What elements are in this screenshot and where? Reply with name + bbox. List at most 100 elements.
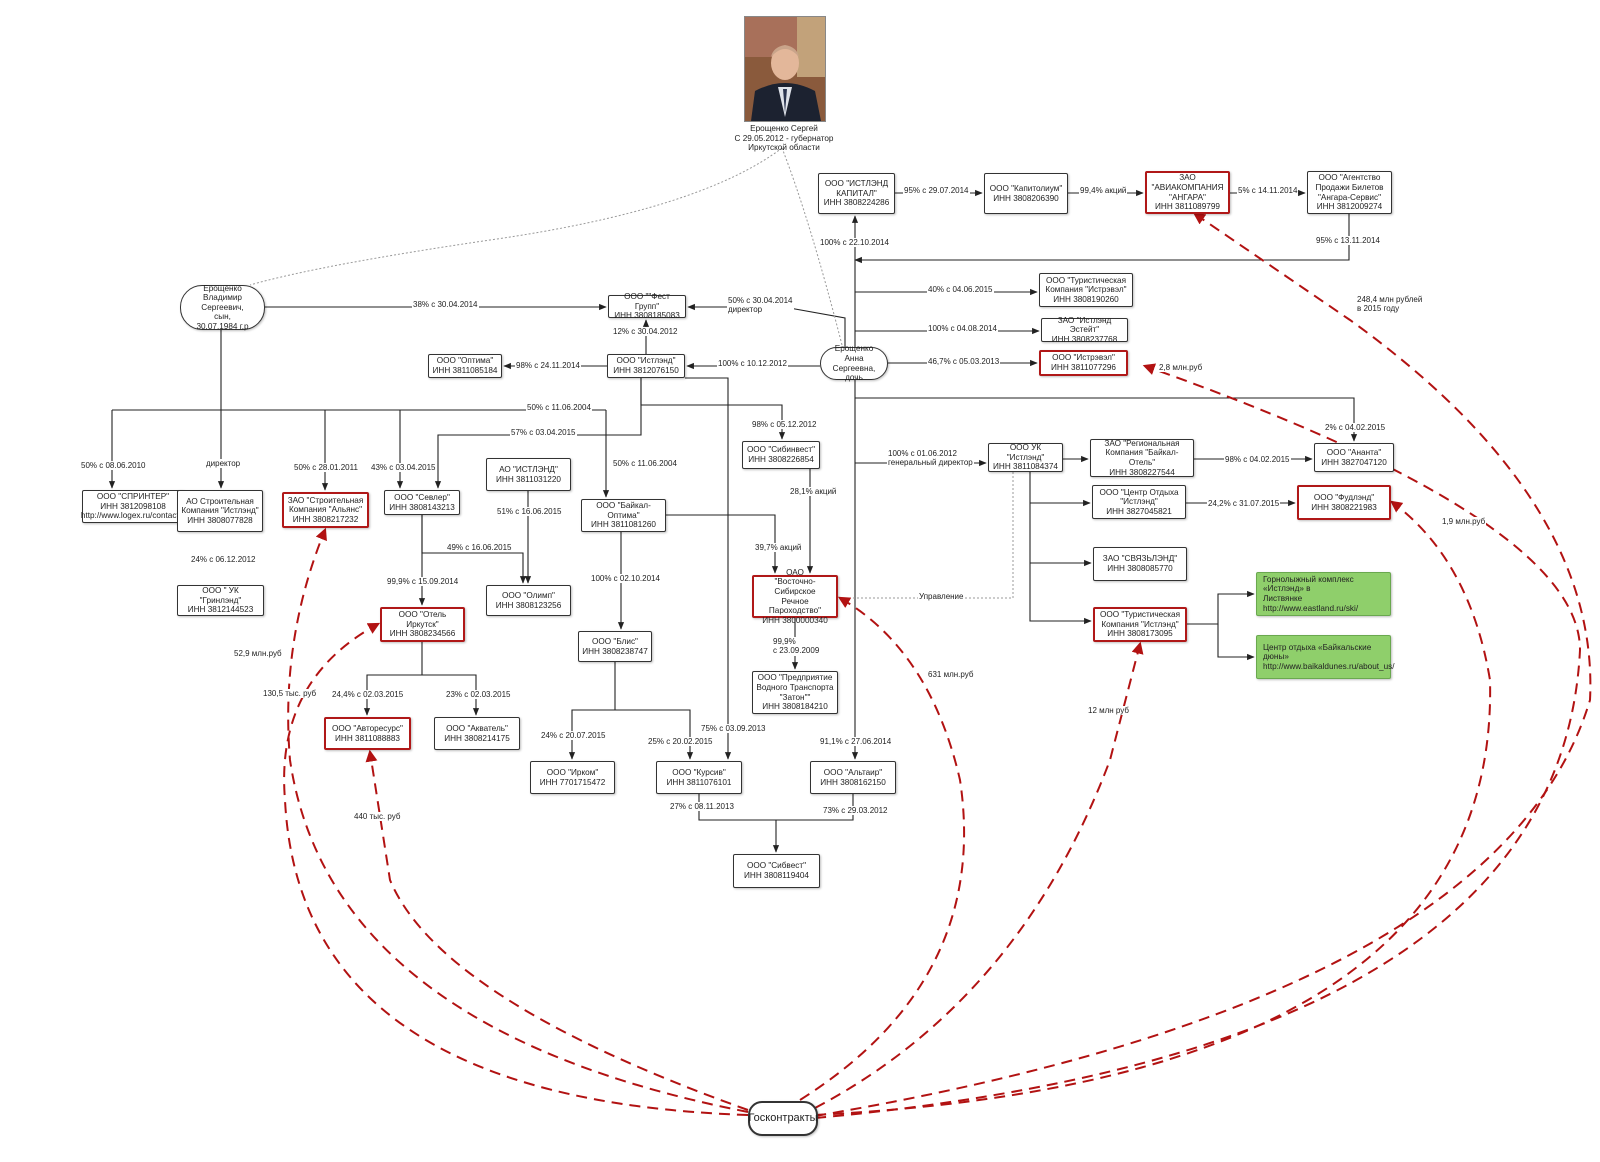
money-label: 440 тыс. руб: [353, 812, 402, 822]
money-label: 130,5 тыс. руб: [262, 689, 318, 699]
vsrp-node[interactable]: ОАО "Восточно-Сибирское Речное Пароходст…: [752, 568, 838, 625]
edge-label: 24,2% с 31.07.2015: [1207, 499, 1281, 509]
edge-label: 2% с 04.02.2015: [1324, 423, 1387, 433]
ownership-connector: [640, 378, 786, 440]
edge-label: 50% с 30.04.2014 директор: [727, 296, 794, 315]
ownership-connector: [615, 709, 694, 760]
ownership-connector: [363, 642, 423, 716]
optima-node[interactable]: ООО "Оптима" ИНН 3811085184: [428, 354, 502, 378]
zao-alyans-node[interactable]: ЗАО "Строительная Компания "Альянс" ИНН …: [282, 492, 369, 528]
ownership-connector: [685, 377, 732, 760]
edge-label: 99,9% с 23.09.2009: [772, 637, 821, 656]
edge-label: 73% с 29.03.2012: [822, 806, 889, 816]
kapitolium-node[interactable]: ООО "Капитолиум" ИНН 3808206390: [984, 173, 1068, 214]
baikal-optima-node[interactable]: ООО "Байкал-Оптима" ИНН 3811081260: [581, 499, 666, 532]
money-label: 1,9 млн.руб: [1441, 517, 1487, 527]
edge-label: 98% с 04.02.2015: [1224, 455, 1291, 465]
altair-node[interactable]: ООО "Альтаир" ИНН 3808162150: [810, 761, 896, 794]
angara-service-node[interactable]: ООО "Агентство Продажи Билетов "Ангара-С…: [1307, 171, 1392, 214]
son-node[interactable]: Ерощенко Владимир Сергеевич, сын, 30.07.…: [180, 284, 265, 331]
tour-istlend-node[interactable]: ООО "Туристическая Компания "Истлэнд" ИН…: [1093, 607, 1187, 642]
sevler-node[interactable]: ООО "Севлер" ИНН 3808143213: [384, 490, 460, 515]
fudlend-node[interactable]: ООО "Фудлэнд" ИНН 3808221983: [1297, 485, 1391, 520]
zaton-node[interactable]: ООО "Предприятие Водного Транспорта "Зат…: [752, 671, 838, 714]
center-istlend-node[interactable]: ООО "Центр Отдыха "Истлэнд" ИНН 38270458…: [1092, 485, 1186, 519]
istlend-node[interactable]: ООО "Истлэнд" ИНН 3812076150: [607, 354, 685, 378]
ao-istlend-node[interactable]: АО "ИСТЛЭНД" ИНН 3811031220: [486, 458, 571, 491]
edge-label: 100% с 02.10.2014: [590, 574, 661, 584]
istravel-node[interactable]: ООО "Истрэвэл" ИНН 3811077296: [1039, 350, 1128, 376]
ao-stroy-istlend-node[interactable]: АО Строительная Компания "Истлэнд" ИНН 3…: [177, 490, 263, 532]
blis-node[interactable]: ООО "Блис" ИНН 3808238747: [578, 631, 652, 662]
baikal-dunes-node[interactable]: Центр отдыха «Байкальские дюны» http://w…: [1256, 635, 1395, 679]
edge-label: 25% с 20.02.2015: [647, 737, 714, 747]
kursiv-node[interactable]: ООО "Курсив" ИНН 3811076101: [656, 761, 742, 794]
money-label: 52,9 млн.руб: [233, 649, 283, 659]
edge-label: 100% с 10.12.2012: [717, 359, 788, 369]
money-label: 2,8 млн.руб: [1158, 363, 1204, 373]
uk-istlend-node[interactable]: ООО УК "Истлэнд" ИНН 3811084374: [988, 443, 1063, 472]
sprinter-node[interactable]: ООО "СПРИНТЕР" ИНН 3812098108 http://www…: [81, 490, 185, 523]
edge-label: 24% с 20.07.2015: [540, 731, 607, 741]
edge-label: 95% с 29.07.2014: [903, 186, 970, 196]
edge-label: 91,1% с 27.06.2014: [819, 737, 893, 747]
edge-label: 100% с 04.08.2014: [927, 324, 998, 334]
sibvest-node[interactable]: ООО "Сибвест" ИНН 3808119404: [733, 854, 820, 888]
irkom-node[interactable]: ООО "Ирком" ИНН 7701715472: [530, 761, 615, 794]
istlend-capital-node[interactable]: ООО "ИСТЛЭНД КАПИТАЛ" ИНН 3808224286: [818, 173, 895, 214]
edge-label: 24,4% с 02.03.2015: [331, 690, 405, 700]
contract-connector: [365, 749, 749, 1111]
edge-label: директор: [205, 459, 242, 469]
edge-label: 23% с 02.03.2015: [445, 690, 512, 700]
istravel-company-node[interactable]: ООО "Туристическая Компания "Истрэвэл" И…: [1039, 273, 1133, 307]
baikal-hotel-node[interactable]: ЗАО "Региональная Компания "Байкал-Отель…: [1090, 439, 1194, 477]
contract-connector: [283, 622, 749, 1116]
ownership-connector: [422, 674, 480, 716]
edge-label: 40% с 04.06.2015: [927, 285, 994, 295]
contract-connector: [814, 500, 1492, 1116]
daughter-node[interactable]: Ерощенко Анна Сергеевна, дочь: [820, 344, 888, 382]
edge-label: 12% с 30.04.2012: [612, 327, 679, 337]
ownership-connector: [776, 794, 854, 821]
edge-label: Управление: [918, 592, 965, 602]
edge-label: 57% с 03.04.2015: [510, 428, 577, 438]
fest-group-node[interactable]: ООО ""Фест Групп" ИНН 3808185083: [608, 292, 686, 320]
ownership-connector: [1187, 590, 1255, 625]
edge-label: 100% с 22.10.2014: [819, 238, 890, 248]
sibinvest-node[interactable]: ООО "Сибинвест" ИНН 3808226854: [742, 441, 820, 469]
contract-connector: [814, 641, 1144, 1109]
svyazlend-node[interactable]: ЗАО "СВЯЗЬЛЭНД" ИНН 3808085770: [1093, 547, 1187, 581]
istlend-estate-node[interactable]: ЗАО "Истлэнд Эстейт" ИНН 3808237768: [1041, 316, 1128, 344]
ownership-connector: [1029, 472, 1092, 625]
akvatel-node[interactable]: ООО "Акватель" ИНН 3808214175: [434, 717, 520, 750]
avtoresurs-node[interactable]: ООО "Авторесурс" ИНН 3811088883: [324, 717, 411, 750]
edge-label: 46,7% с 05.03.2013: [927, 357, 1001, 367]
edge-label: 38% с 30.04.2014: [412, 300, 479, 310]
ownership-connector: [666, 514, 779, 574]
edge-label: 98% с 24.11.2014: [515, 361, 581, 371]
goskontrakty-node[interactable]: Госконтракты: [748, 1101, 818, 1136]
edge-label: 98% с 05.12.2012: [751, 420, 818, 430]
edge-label: 50% с 08.06.2010: [80, 461, 147, 471]
money-label: 631 млн.руб: [927, 670, 975, 680]
ownership-connector: [1217, 624, 1255, 661]
money-label: 248,4 млн рублей в 2015 году: [1356, 295, 1424, 314]
edge-label: 75% с 03.09.2013: [700, 724, 767, 734]
olimp-node[interactable]: ООО "Олимп" ИНН 3808123256: [486, 585, 571, 616]
contract-connector: [799, 596, 966, 1101]
edge-label: 50% с 11.06.2004: [526, 403, 592, 413]
ownership-connector: [855, 397, 1358, 442]
uk-grinlend-node[interactable]: ООО " УК "Гринлэнд" ИНН 3812144523: [177, 585, 264, 616]
edge-label: 51% с 16.06.2015: [496, 507, 563, 517]
ownership-connector: [568, 662, 616, 760]
contract-connector: [814, 212, 1592, 1117]
dotted-connector: [249, 147, 783, 286]
money-label: 12 млн руб: [1087, 706, 1130, 716]
ananta-node[interactable]: ООО "Ананта" ИНН 3827047120: [1314, 443, 1394, 472]
angara-airline-node[interactable]: ЗАО "АВИАКОМПАНИЯ "АНГАРА" ИНН 381108979…: [1145, 171, 1230, 214]
ski-resort-node[interactable]: Горнолыжный комплекс «Истлэнд» в Листвян…: [1256, 572, 1391, 616]
edge-label: 100% с 01.06.2012 генеральный директор: [887, 449, 974, 468]
dotted-connector: [840, 472, 1014, 599]
hotel-irkutsk-node[interactable]: ООО "Отель Иркутск" ИНН 3808234566: [380, 607, 465, 642]
